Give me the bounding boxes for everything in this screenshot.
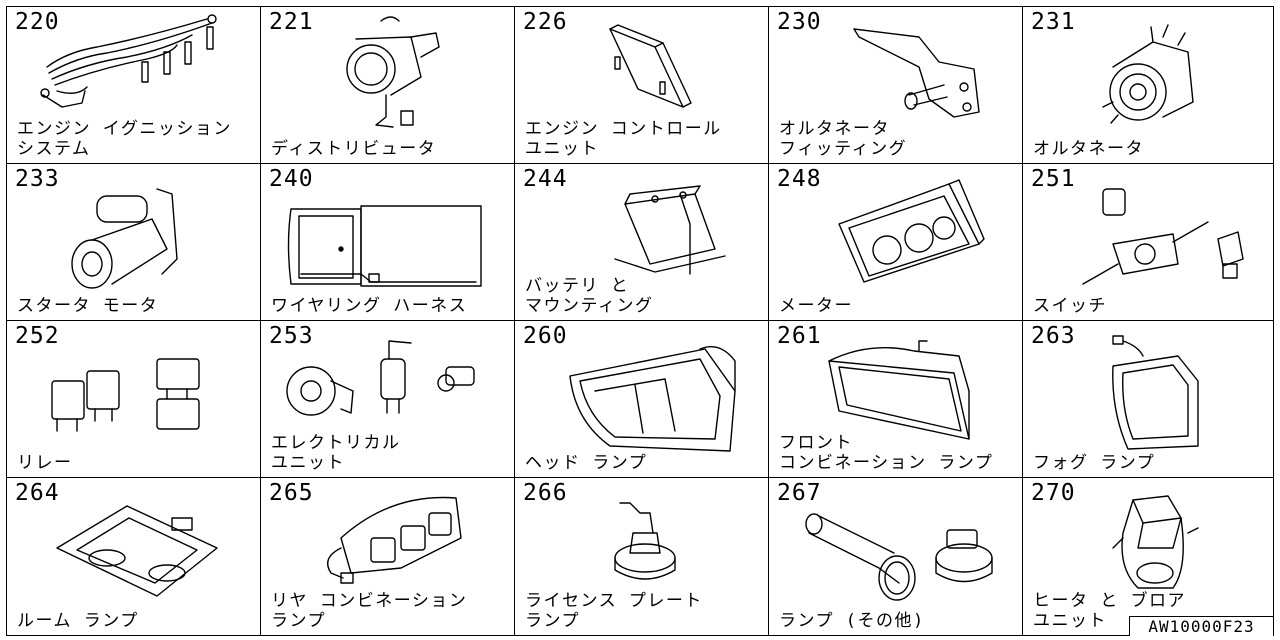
alternator-bracket-icon: [853, 28, 980, 118]
category-code: 233: [15, 166, 60, 192]
fog-lamp-icon: [1112, 335, 1199, 450]
ignition-wires-icon: [40, 14, 217, 108]
category-code: 263: [1031, 323, 1076, 349]
category-265[interactable]: 265 リヤ コンビネーション ランプ: [260, 477, 515, 636]
category-label: ヒータ と ブロア ユニット: [1033, 591, 1186, 631]
category-231[interactable]: 231 オルタネータ: [1022, 6, 1274, 164]
category-267[interactable]: 267 ランプ (その他): [768, 477, 1023, 636]
category-code: 221: [269, 9, 314, 35]
category-label: エンジン イグニッション システム: [17, 119, 232, 159]
category-264[interactable]: 264 ルーム ランプ: [6, 477, 261, 636]
category-code: 252: [15, 323, 60, 349]
category-label: オルタネータ フィッティング: [779, 119, 908, 159]
category-grid: 220 エンジン イグニッション システム 221 ディストリビュータ 226 …: [6, 6, 1274, 636]
category-code: 244: [523, 166, 568, 192]
category-code: 267: [777, 480, 822, 506]
starter-motor-icon: [71, 188, 178, 289]
category-260[interactable]: 260 ヘッド ランプ: [514, 320, 769, 478]
category-code: 251: [1031, 166, 1076, 192]
rear-combination-lamp-icon: [327, 496, 462, 584]
category-code: 240: [269, 166, 314, 192]
category-label: リヤ コンビネーション ランプ: [271, 591, 468, 631]
category-code: 226: [523, 9, 568, 35]
category-244[interactable]: 244 バッテリ と マウンティング: [514, 163, 769, 321]
category-263[interactable]: 263 フォグ ランプ: [1022, 320, 1274, 478]
alternator-icon: [1102, 24, 1194, 124]
category-label: ヘッド ランプ: [525, 453, 648, 473]
category-label: ランプ (その他): [779, 611, 925, 631]
category-252[interactable]: 252 リレー: [6, 320, 261, 478]
category-label: バッテリ と マウンティング: [525, 276, 654, 316]
category-label: ルーム ランプ: [17, 611, 139, 631]
category-code: 270: [1031, 480, 1076, 506]
category-240[interactable]: 240 ワイヤリング ハーネス: [260, 163, 515, 321]
category-label: スタータ モータ: [17, 296, 159, 316]
category-label: リレー: [17, 453, 73, 473]
battery-icon: [614, 185, 726, 275]
category-label: オルタネータ: [1033, 139, 1144, 159]
control-unit-icon: [609, 24, 692, 108]
license-plate-lamp-icon: [614, 502, 676, 580]
category-label: スイッチ: [1033, 296, 1107, 316]
relay-icon: [51, 358, 200, 432]
lamp-bulb-icon: [805, 513, 993, 601]
category-code: 231: [1031, 9, 1076, 35]
category-261[interactable]: 261 フロント コンビネーション ランプ: [768, 320, 1023, 478]
horn-icon: [286, 340, 475, 416]
category-253[interactable]: 253 エレクトリカル ユニット: [260, 320, 515, 478]
category-code: 264: [15, 480, 60, 506]
category-248[interactable]: 248 メーター: [768, 163, 1023, 321]
category-code: 261: [777, 323, 822, 349]
category-label: エンジン コントロール ユニット: [525, 119, 722, 159]
room-lamp-icon: [56, 505, 218, 597]
category-code: 260: [523, 323, 568, 349]
category-label: ライセンス プレート ランプ: [525, 591, 703, 631]
category-270[interactable]: 270 ヒータ と ブロア ユニット: [1022, 477, 1274, 636]
category-221[interactable]: 221 ディストリビュータ: [260, 6, 515, 164]
headlamp-icon: [569, 346, 736, 452]
category-label: メーター: [779, 296, 853, 316]
switch-icon: [1082, 188, 1244, 285]
category-code: 248: [777, 166, 822, 192]
category-226[interactable]: 226 エンジン コントロール ユニット: [514, 6, 769, 164]
category-233[interactable]: 233 スタータ モータ: [6, 163, 261, 321]
category-code: 265: [269, 480, 314, 506]
heater-blower-icon: [1112, 495, 1199, 589]
category-label: エレクトリカル ユニット: [271, 433, 401, 473]
category-code: 220: [15, 9, 60, 35]
distributor-icon: [346, 16, 440, 128]
category-label: フロント コンビネーション ランプ: [779, 433, 994, 473]
front-combination-lamp-icon: [828, 340, 970, 440]
category-label: ワイヤリング ハーネス: [271, 296, 468, 316]
wiring-harness-icon: [287, 205, 482, 287]
category-code: 230: [777, 9, 822, 35]
category-220[interactable]: 220 エンジン イグニッション システム: [6, 6, 261, 164]
meter-cluster-icon: [838, 179, 985, 283]
diagram-reference-code: AW10000F23: [1129, 616, 1274, 636]
category-code: 253: [269, 323, 314, 349]
category-266[interactable]: 266 ライセンス プレート ランプ: [514, 477, 769, 636]
category-code: 266: [523, 480, 568, 506]
category-label: ディストリビュータ: [271, 139, 437, 159]
category-label: フォグ ランプ: [1033, 453, 1156, 473]
category-230[interactable]: 230 オルタネータ フィッティング: [768, 6, 1023, 164]
category-251[interactable]: 251 スイッチ: [1022, 163, 1274, 321]
